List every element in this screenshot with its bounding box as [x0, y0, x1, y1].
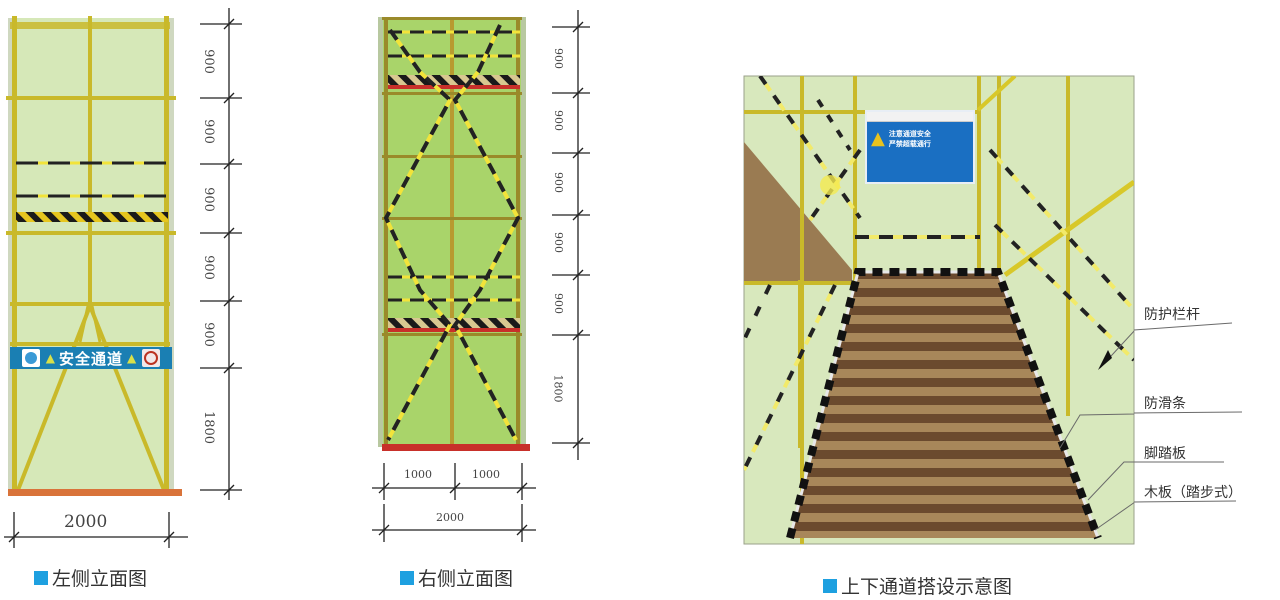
right-elevation-caption: 右侧立面图	[400, 564, 513, 591]
callout-guardrail: 防护栏杆	[1144, 307, 1200, 323]
dim-label-2000: 2000	[436, 511, 464, 524]
caption-square-icon	[400, 570, 414, 585]
dim-label-1000: 1000	[404, 468, 432, 481]
perspective-caption: 上下通道搭设示意图	[823, 572, 1012, 599]
callout-wood-plank: 木板（踏步式）	[1144, 485, 1242, 501]
warning-triangle-icon: ▲	[127, 351, 137, 365]
caption-text: 左侧立面图	[52, 568, 148, 590]
warning-sign-board: ▲ 注意通道安全 严禁超载通行	[865, 110, 975, 184]
sign-text-line2: 严禁超载通行	[888, 139, 931, 148]
dim-label-1000: 1000	[472, 468, 500, 481]
warning-triangle-icon: ▲	[871, 128, 885, 149]
info-icon	[21, 349, 40, 367]
sign-header-strip	[867, 112, 973, 122]
caption-square-icon	[823, 578, 837, 593]
caption-text: 右侧立面图	[418, 568, 514, 590]
prohibition-sign-icon	[142, 349, 161, 367]
safety-passage-banner: ▲ 安全通道 ▲	[10, 347, 172, 369]
caption-square-icon	[34, 570, 48, 585]
callout-toe-board: 脚踏板	[1144, 446, 1186, 462]
dim-label-2000: 2000	[64, 512, 108, 532]
warning-triangle-icon: ▲	[45, 351, 55, 365]
callout-anti-slip-strip: 防滑条	[1144, 396, 1186, 412]
sign-text-line1: 注意通道安全	[888, 129, 931, 138]
left-elevation-caption: 左侧立面图	[34, 564, 147, 591]
caption-text: 上下通道搭设示意图	[841, 576, 1013, 598]
banner-text: 安全通道	[58, 349, 123, 368]
